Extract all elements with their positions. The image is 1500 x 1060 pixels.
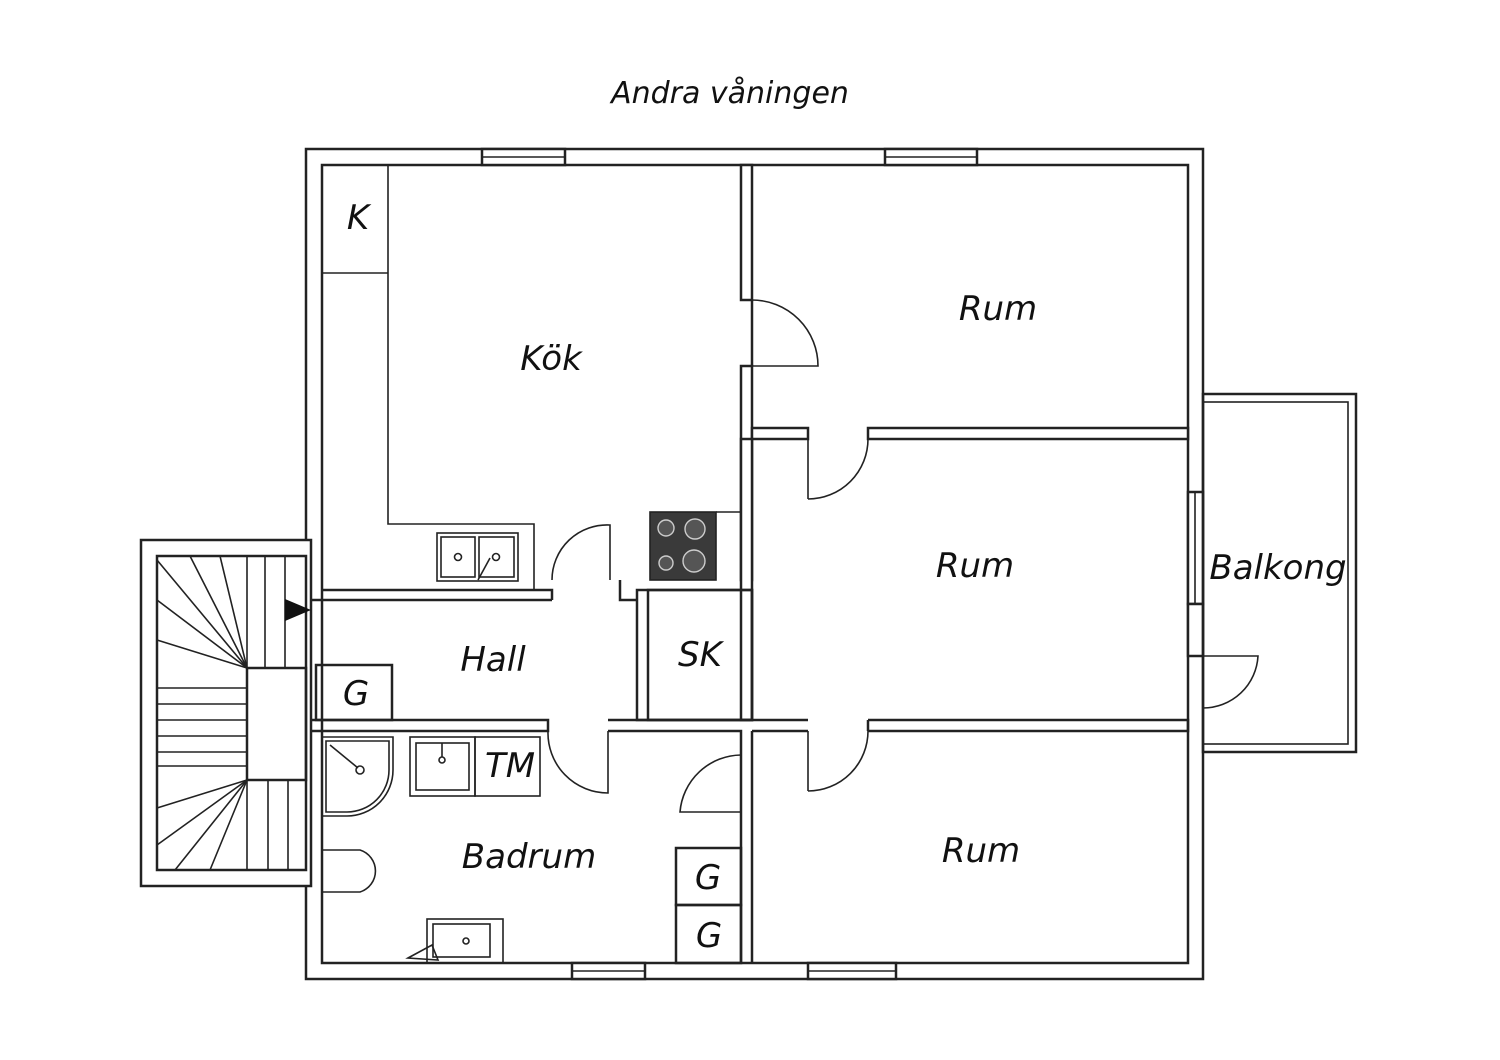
bathroom-fixtures — [321, 736, 743, 965]
balcony-label: Balkong — [1209, 548, 1346, 588]
hall-wardrobe-label: G — [343, 674, 369, 714]
toilet-icon — [322, 849, 377, 893]
bath-wardrobe-label-1: G — [695, 858, 721, 898]
stair-direction-arrow — [285, 599, 311, 621]
room-top-label: Rum — [959, 289, 1037, 329]
floor-title: Andra våningen — [609, 76, 849, 111]
kitchen-label: Kök — [520, 339, 583, 379]
room-bottom-label: Rum — [942, 831, 1020, 871]
hall-label: Hall — [460, 640, 526, 680]
kitchen-cabinet-label: K — [347, 198, 372, 238]
shower-icon — [321, 736, 394, 817]
interior-walls — [312, 163, 1259, 963]
bath-wardrobe-label-2: G — [696, 916, 722, 956]
room-middle-label: Rum — [936, 546, 1014, 586]
sink-icon — [426, 918, 504, 964]
storage-closet-label: SK — [678, 635, 725, 675]
kitchen-area — [312, 165, 741, 602]
room-labels: K Kök Rum Rum Rum Balkong Hall G SK TM B… — [343, 198, 1347, 956]
staircase — [139, 538, 313, 888]
laundry-label: TM — [485, 746, 535, 786]
bathroom-label: Badrum — [462, 837, 596, 877]
